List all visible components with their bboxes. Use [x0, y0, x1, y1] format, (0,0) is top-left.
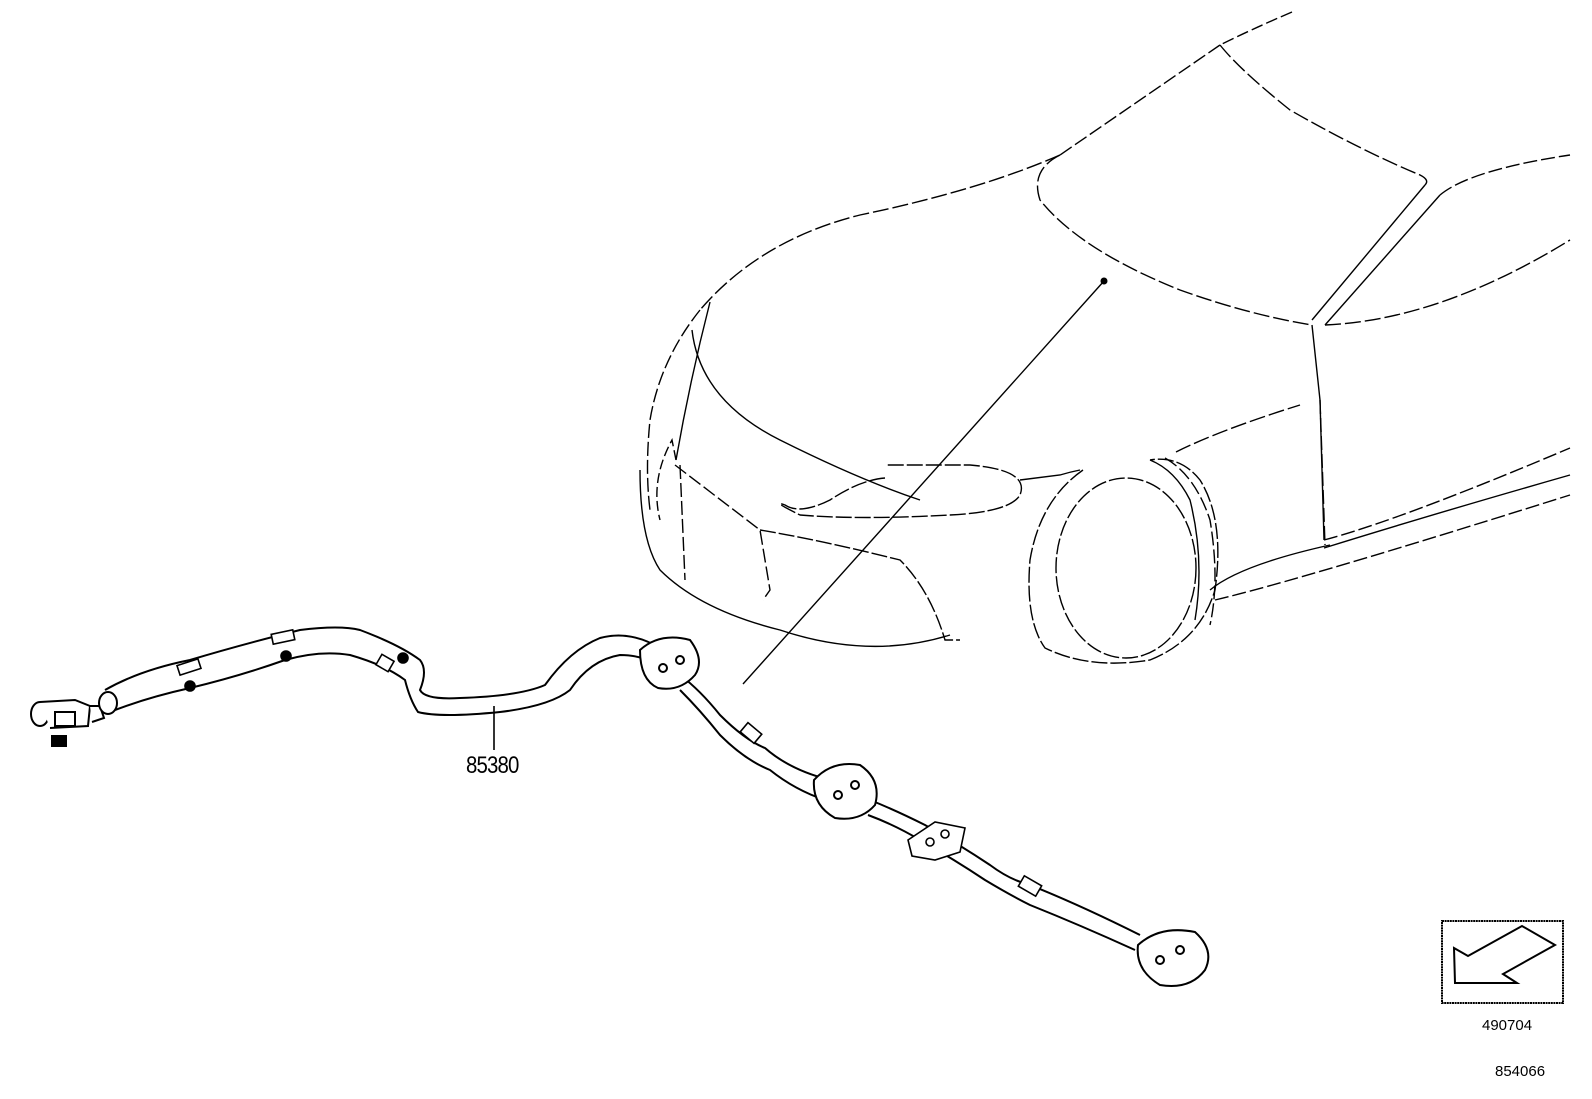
car-outline — [639, 11, 1571, 664]
part-number-label[interactable]: 85380 — [466, 752, 519, 779]
wire-harness — [104, 626, 1141, 951]
illustration-number: 854066 — [1495, 1063, 1546, 1080]
sensor-holders — [638, 636, 1210, 987]
connector — [30, 691, 118, 747]
direction-arrow-icon — [1441, 920, 1564, 1004]
leader-line — [493, 277, 1108, 750]
orientation-ref-number: 490704 — [1482, 1017, 1533, 1034]
clips — [175, 628, 1043, 898]
